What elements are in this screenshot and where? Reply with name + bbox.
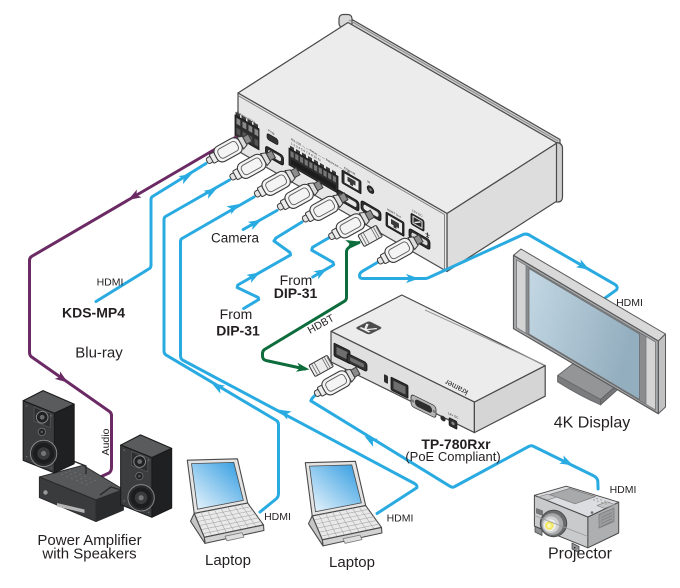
svg-text:HDMI: HDMI (616, 297, 643, 309)
svg-text:TP-780Rxr: TP-780Rxr (421, 436, 491, 452)
svg-text:(PoE Compliant): (PoE Compliant) (405, 449, 500, 464)
svg-text:From: From (280, 272, 313, 288)
svg-text:Power Amplifier: Power Amplifier (37, 532, 141, 549)
svg-text:Ethernet: Ethernet (344, 166, 355, 176)
svg-text:KDS-MP4: KDS-MP4 (62, 305, 125, 321)
svg-text:Prog.: Prog. (268, 128, 275, 136)
svg-text:Audio: Audio (100, 428, 112, 455)
svg-text:Laptop: Laptop (205, 552, 251, 569)
svg-text:12V DC: 12V DC (448, 411, 459, 420)
svg-text:HDMI: HDMI (610, 484, 637, 496)
svg-text:Camera: Camera (211, 231, 260, 246)
svg-text:with Speakers: with Speakers (41, 546, 136, 563)
svg-text:Projector: Projector (548, 546, 613, 563)
svg-text:Blu-ray: Blu-ray (75, 345, 123, 362)
svg-text:HDBT Out: HDBT Out (387, 207, 401, 219)
svg-text:HDMI: HDMI (264, 511, 291, 523)
svg-text:DIP-31: DIP-31 (216, 323, 260, 339)
svg-text:From: From (220, 306, 253, 322)
svg-text:HDMI: HDMI (387, 513, 414, 525)
svg-text:IR: IR (367, 179, 371, 185)
svg-text:12V DC: 12V DC (412, 208, 423, 218)
svg-text:Laptop: Laptop (329, 554, 375, 571)
svg-text:HDMI: HDMI (97, 277, 124, 289)
svg-text:DIP-31: DIP-31 (274, 285, 318, 301)
svg-text:4K Display: 4K Display (554, 415, 630, 432)
